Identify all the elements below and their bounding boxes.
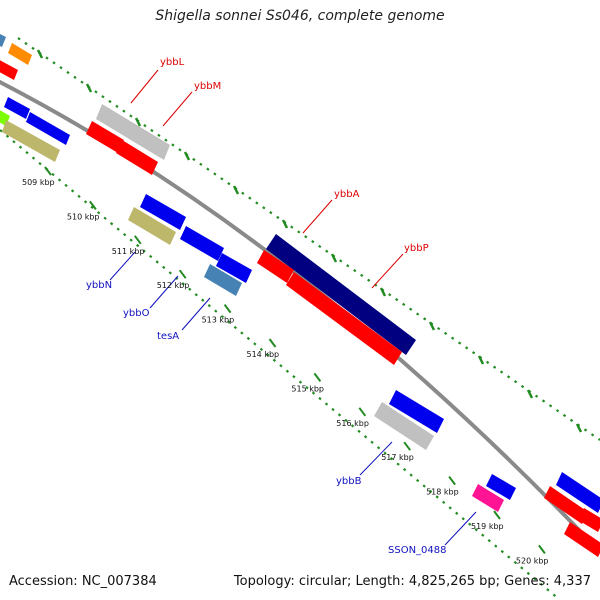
gene-label-ybbB: ybbB	[336, 476, 362, 487]
inner-tick-track	[0, 129, 561, 600]
kbp-tick-label: 509 kbp	[22, 178, 55, 187]
gene-arrow	[0, 34, 6, 47]
kbp-tick-label: 511 kbp	[112, 247, 145, 256]
outer-tick-mark	[85, 83, 93, 93]
outer-tick-mark	[36, 49, 44, 59]
kbp-tick-mark	[403, 441, 412, 451]
gene-arrow	[472, 484, 504, 512]
gene-label-ybbO: ybbO	[123, 308, 150, 319]
gene-arrow	[486, 474, 516, 500]
outer-tick-mark	[330, 253, 338, 263]
gene-label-ybbL: ybbL	[160, 57, 185, 68]
kbp-tick-label: 510 kbp	[67, 212, 100, 221]
kbp-ticks: 509 kbp 510 kbp 511 kbp 512 kbp 513 kbp 514 k…	[22, 49, 583, 565]
accession-text: Accession: NC_007384	[9, 574, 157, 589]
kbp-tick-label: 517 kbp	[381, 453, 414, 462]
map-title: Shigella sonnei Ss046, complete genome	[155, 8, 445, 24]
kbp-tick-label: 513 kbp	[202, 316, 235, 325]
gene-labels: ybbL ybbM ybbA ybbP ybbN ybbO tesA ybbB …	[86, 57, 447, 556]
gene-arrow	[389, 390, 444, 433]
kbp-tick-label: 520 kbp	[516, 556, 549, 565]
gene-arrow	[96, 104, 170, 160]
kbp-tick-mark	[493, 510, 501, 520]
kbp-tick-label: 518 kbp	[426, 488, 459, 497]
kbp-tick-mark	[44, 166, 52, 176]
label-leaders	[109, 69, 477, 546]
outer-tick-mark	[232, 185, 240, 195]
kbp-tick-mark	[178, 269, 187, 279]
gene-arrow	[180, 226, 224, 261]
gene-arrow	[556, 472, 600, 513]
gene-label-tesA: tesA	[157, 331, 179, 342]
gene-arrow	[266, 234, 416, 355]
kbp-tick-mark	[268, 338, 277, 348]
kbp-tick-label: 514 kbp	[247, 350, 280, 359]
gene-arrow	[86, 121, 124, 153]
outer-tick-mark	[281, 219, 289, 229]
outer-tick-mark	[477, 355, 485, 365]
gene-label-ybbM: ybbM	[194, 81, 221, 92]
kbp-tick-label: 519 kbp	[471, 522, 504, 531]
gene-arrow	[128, 207, 176, 245]
kbp-tick-mark	[134, 235, 142, 245]
kbp-tick-label: 515 kbp	[291, 384, 324, 393]
outer-tick-track	[17, 37, 600, 441]
kbp-tick-label: 512 kbp	[157, 281, 190, 290]
outer-tick-mark	[526, 389, 534, 399]
gene-label-ybbA: ybbA	[334, 189, 360, 200]
gene-arrow	[578, 508, 600, 532]
kbp-tick-mark	[358, 407, 367, 417]
genome-backbone	[0, 79, 600, 554]
gene-features	[0, 34, 600, 557]
gene-arrow	[140, 194, 186, 230]
gene-arrow	[4, 97, 30, 119]
gene-arrow	[204, 264, 242, 296]
kbp-tick-mark	[223, 304, 232, 314]
kbp-tick-mark	[313, 372, 322, 382]
gene-arrow	[257, 250, 294, 283]
gene-arrow	[26, 112, 70, 145]
gene-label-ybbN: ybbN	[86, 280, 112, 291]
gene-arrow	[8, 43, 32, 65]
gene-arrow	[2, 120, 60, 162]
kbp-tick-label: 516 kbp	[336, 419, 369, 428]
gene-arrow	[216, 253, 252, 283]
gene-arrow	[116, 140, 158, 175]
outer-tick-mark	[183, 151, 191, 161]
gene-arrow	[0, 60, 18, 80]
kbp-tick-mark	[538, 544, 546, 555]
outer-tick-mark	[379, 287, 387, 297]
genome-summary-text: Topology: circular; Length: 4,825,265 bp…	[233, 574, 591, 589]
gene-arrow	[374, 402, 434, 450]
gene-label-ybbP: ybbP	[404, 243, 429, 254]
gene-arrow	[564, 522, 600, 557]
gene-arrow	[286, 272, 402, 365]
kbp-tick-mark	[89, 200, 97, 210]
outer-tick-mark	[575, 423, 583, 433]
gene-label-SSON_0488: SSON_0488	[388, 545, 447, 556]
outer-tick-mark	[134, 117, 142, 127]
kbp-tick-mark	[448, 476, 456, 486]
outer-tick-mark	[428, 321, 436, 331]
gene-arrow	[544, 486, 588, 524]
